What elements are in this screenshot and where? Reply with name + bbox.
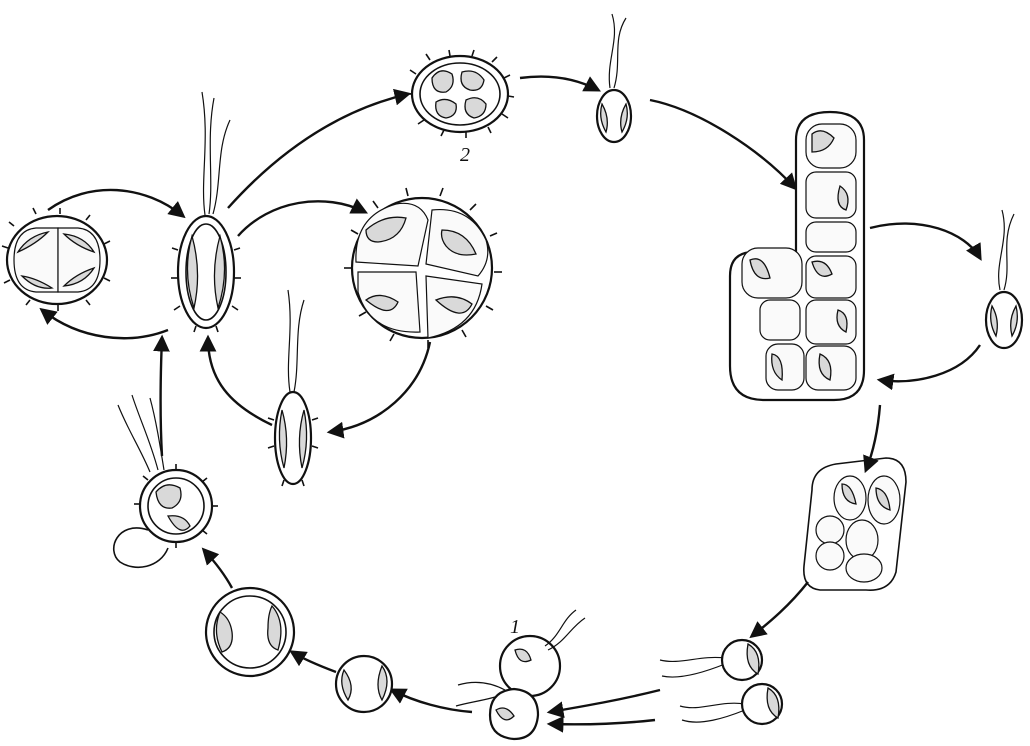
arrow-zygote-to-cell <box>392 690 472 712</box>
fusing-gametes <box>456 610 585 739</box>
two-celled-cyst <box>2 208 110 311</box>
arrow-small-swarmer-to-oval <box>208 338 272 425</box>
arrow-fragment-to-gametes <box>752 582 808 636</box>
colony-large <box>730 112 864 400</box>
germinating-zygote <box>114 395 218 567</box>
zygote-cell <box>336 656 392 712</box>
cyst-stage-2 <box>406 50 514 138</box>
label-1: 1 <box>510 616 520 638</box>
label-2: 2 <box>460 144 470 166</box>
arrow-oval-to-left-cyst <box>42 310 168 338</box>
thick-walled-zygote <box>206 588 294 676</box>
gamete-top <box>660 640 762 680</box>
swarmer-right <box>986 210 1022 348</box>
arrow-swarmer-to-colony <box>650 100 795 188</box>
arrow-oval-to-big-cyst <box>238 201 365 236</box>
arrow-right-swarmer-to-colony <box>880 345 980 381</box>
swarmer-small <box>268 290 318 486</box>
arrow-cyst2-to-swarmer <box>520 77 598 91</box>
arrow-germinating-to-oval <box>161 338 163 456</box>
arrow-thick-cyst-to-germinating <box>204 550 232 588</box>
oval-flagellate-cell <box>171 92 241 332</box>
arrow-left-cyst-to-oval <box>48 190 183 216</box>
arrow-oval-to-cyst2 <box>228 94 408 208</box>
arrow-colony-to-right-swarmer <box>870 224 980 258</box>
colony-fragment <box>804 458 906 590</box>
arrow-big-cyst-to-small-swarmer <box>330 342 430 432</box>
swarmer-top <box>597 14 631 142</box>
arrow-cell-to-thick-cyst <box>292 652 336 672</box>
gamete-bottom <box>680 684 782 724</box>
arrow-gamete-top-to-zygote <box>550 690 660 712</box>
arrow-gamete-bottom-to-zygote <box>550 720 655 724</box>
four-celled-cyst <box>344 188 502 348</box>
